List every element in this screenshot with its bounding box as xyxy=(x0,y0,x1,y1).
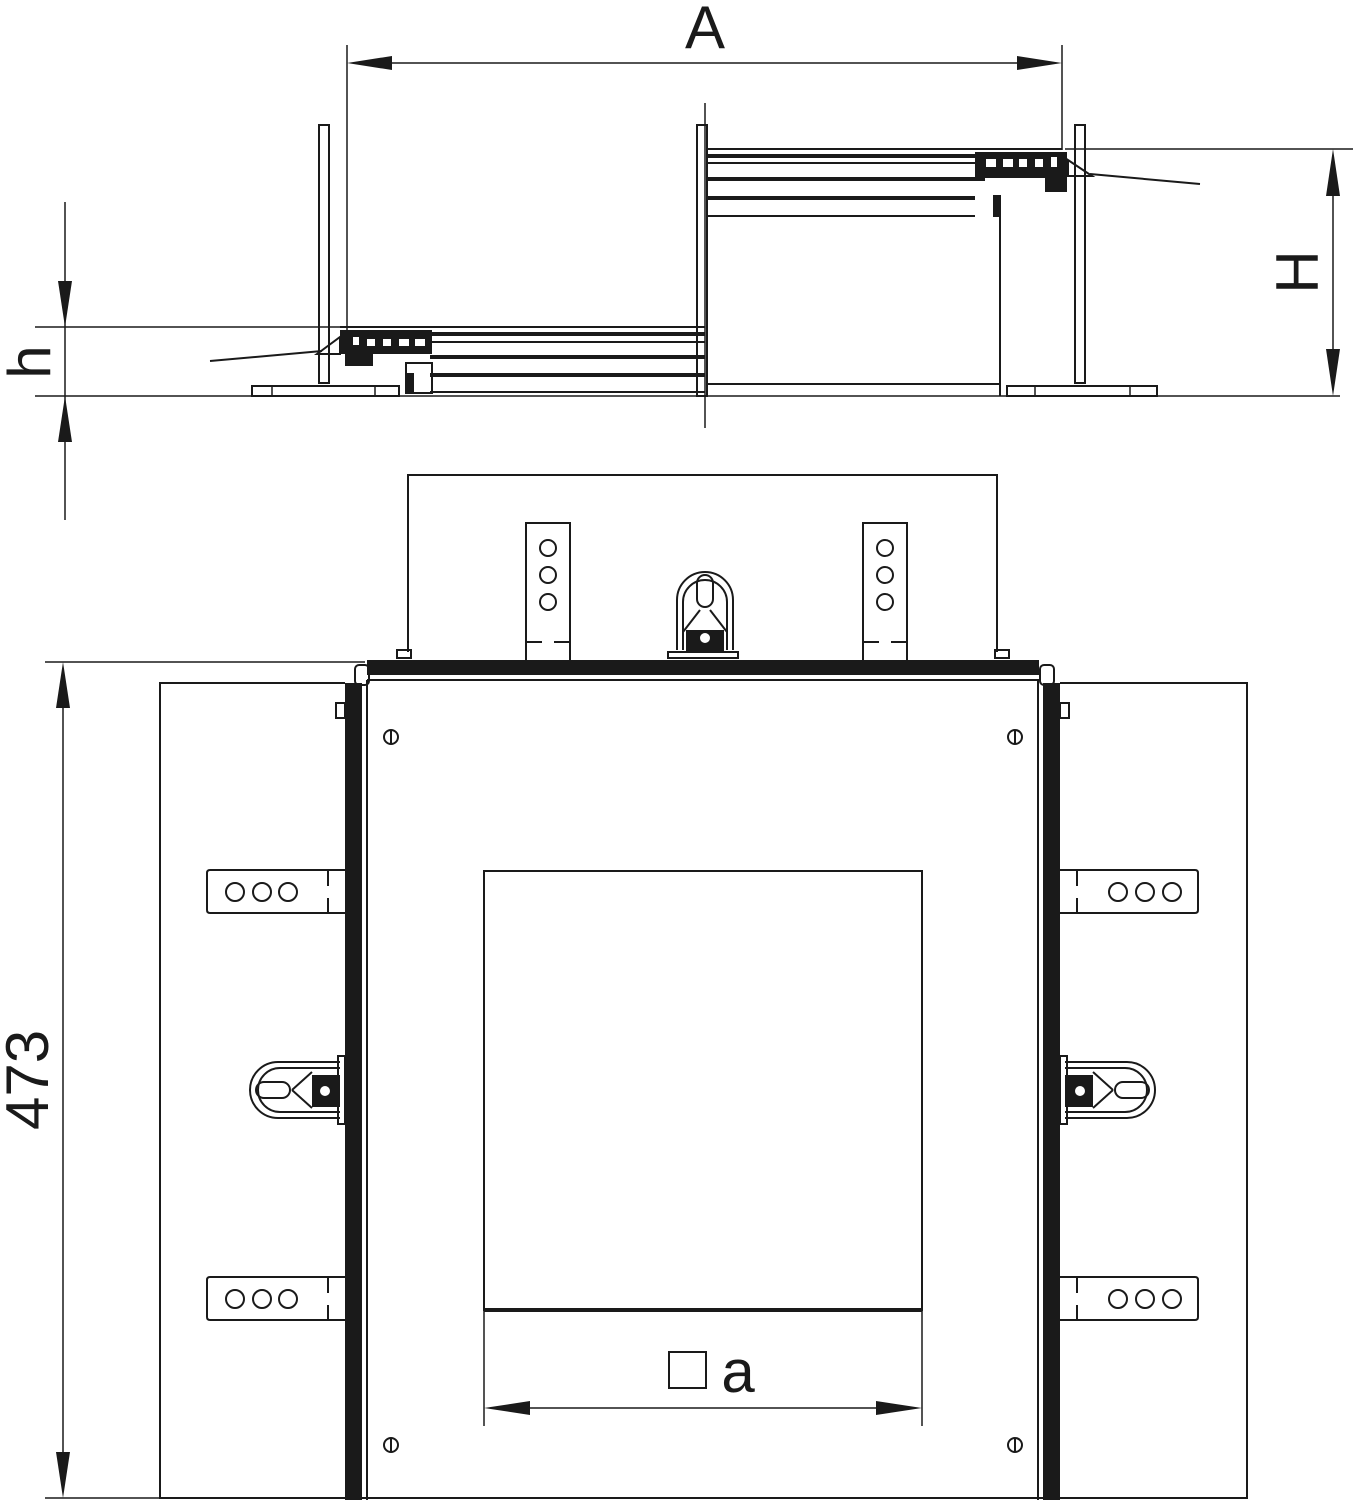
opening xyxy=(483,870,923,1311)
dimension-depth: 473 xyxy=(0,661,365,1499)
right-side-clamp xyxy=(1059,1055,1156,1125)
dimension-small-h-label: h xyxy=(0,345,63,378)
screw-top-right xyxy=(1007,729,1023,745)
top-right-bracket xyxy=(862,522,908,660)
frame-top-edge xyxy=(367,660,1039,675)
left-lower-bracket xyxy=(206,1276,345,1321)
right-upper-bracket xyxy=(1060,869,1199,914)
cover-section-low xyxy=(340,326,705,394)
dimension-small-h: h xyxy=(0,202,1340,520)
dimension-a-label: A xyxy=(685,0,725,61)
frame-left-edge xyxy=(345,683,362,1500)
left-upper-bracket xyxy=(206,869,345,914)
screw-bottom-right xyxy=(1007,1437,1023,1453)
dimension-h-label: H xyxy=(1264,250,1331,293)
back-flange xyxy=(407,474,998,652)
frame-right-edge xyxy=(1043,683,1060,1500)
screw-top-left xyxy=(383,729,399,745)
right-leveling-foot xyxy=(1006,124,1201,397)
right-lower-bracket xyxy=(1060,1276,1199,1321)
left-side-clamp xyxy=(249,1055,346,1125)
dimension-a: A xyxy=(346,0,1063,330)
side-elevation-view: A H h xyxy=(0,0,1353,520)
dimension-h: H xyxy=(1065,148,1353,396)
top-view: 473 xyxy=(0,474,1248,1500)
top-clamp xyxy=(667,571,739,659)
dimension-opening-label: a xyxy=(721,1338,755,1405)
cover-section-high xyxy=(696,124,1067,397)
screw-bottom-left xyxy=(383,1437,399,1453)
top-left-bracket xyxy=(525,522,571,660)
square-symbol-icon xyxy=(668,1351,707,1389)
dimension-opening: a xyxy=(483,1310,923,1426)
dimension-depth-label: 473 xyxy=(0,1030,61,1130)
